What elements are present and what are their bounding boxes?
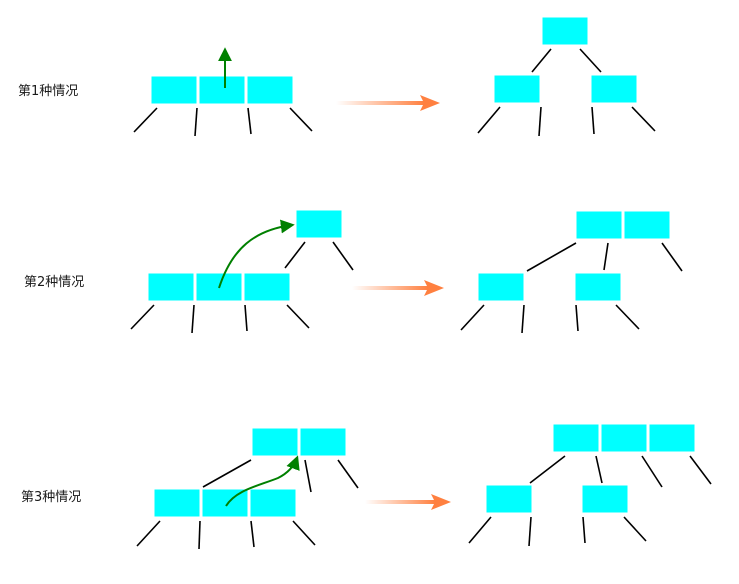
child-edge <box>460 304 485 331</box>
child-edge <box>575 304 579 332</box>
case-3: 第3种情况 <box>21 423 712 550</box>
child-edge <box>615 304 640 330</box>
child-edge <box>136 520 161 547</box>
child-edge <box>591 106 595 135</box>
case-3-before-node <box>136 488 316 550</box>
key-box <box>198 75 246 105</box>
child-edge <box>538 106 542 137</box>
case-1-after-tree <box>477 16 656 137</box>
key-box <box>251 427 299 457</box>
case-1-before-children <box>133 107 313 137</box>
child-edge <box>191 304 195 334</box>
case-1: 第1种情况 <box>18 16 656 137</box>
tree-edge <box>332 241 354 271</box>
tree-edge <box>531 48 552 73</box>
key-box <box>477 272 525 302</box>
key-box <box>153 488 201 518</box>
child-edge <box>623 516 647 542</box>
key-box <box>150 75 198 105</box>
child-edge <box>528 516 532 547</box>
case-2-after-tree <box>460 210 683 334</box>
child-edge <box>286 304 310 329</box>
case-2-before-parent <box>284 209 354 271</box>
key-box <box>246 75 294 105</box>
key-box <box>147 272 195 302</box>
key-box <box>600 423 648 453</box>
key-box <box>648 423 696 453</box>
key-box <box>201 488 249 518</box>
tree-edge <box>337 459 359 489</box>
key-box <box>590 74 638 104</box>
child-edge <box>289 107 313 132</box>
key-box <box>575 210 623 240</box>
child-edge <box>198 520 201 550</box>
child-edge <box>244 304 248 332</box>
tree-edge <box>689 455 712 485</box>
child-edge <box>133 107 158 133</box>
case-3-before-parent <box>202 427 359 493</box>
tree-edge <box>595 455 603 484</box>
case-3-label: 第3种情况 <box>21 490 81 505</box>
tree-edge <box>304 459 312 493</box>
key-box <box>623 210 671 240</box>
child-edge <box>194 107 198 137</box>
tree-edge <box>202 459 252 488</box>
child-edge <box>250 520 255 548</box>
key-box <box>249 488 297 518</box>
case-3-transition-arrow-icon <box>365 494 451 510</box>
case-1-label: 第1种情况 <box>18 84 78 99</box>
case-2-before-node <box>130 272 310 334</box>
tree-edge <box>526 242 577 272</box>
key-box <box>243 272 291 302</box>
key-box <box>295 209 343 239</box>
child-edge <box>631 106 656 132</box>
case-1-before-node <box>150 75 294 105</box>
tree-edge <box>579 48 602 73</box>
child-edge <box>292 520 316 546</box>
child-edge <box>468 516 492 544</box>
key-box <box>581 484 629 514</box>
child-edge <box>247 107 252 135</box>
key-box <box>552 423 600 453</box>
case-3-after-tree <box>468 423 712 547</box>
key-box <box>485 484 533 514</box>
promote-curve-arrow-icon <box>218 219 295 289</box>
promote-curve-arrow-icon <box>225 455 300 507</box>
child-edge <box>582 516 586 544</box>
key-box <box>541 16 589 46</box>
tree-edge <box>641 455 663 488</box>
child-edge <box>521 304 525 334</box>
child-edge <box>477 106 501 134</box>
case-1-transition-arrow-icon <box>336 95 440 111</box>
tree-edge <box>529 455 566 484</box>
case-2-transition-arrow-icon <box>352 280 444 296</box>
tree-edge <box>284 241 306 269</box>
case-2: 第2种情况 <box>24 209 683 334</box>
key-box <box>299 427 347 457</box>
tree-edge <box>661 242 683 272</box>
child-edge <box>130 304 155 330</box>
key-box <box>574 272 622 302</box>
case-2-label: 第2种情况 <box>24 275 84 290</box>
key-box <box>493 74 541 104</box>
tree-edge <box>603 242 609 271</box>
